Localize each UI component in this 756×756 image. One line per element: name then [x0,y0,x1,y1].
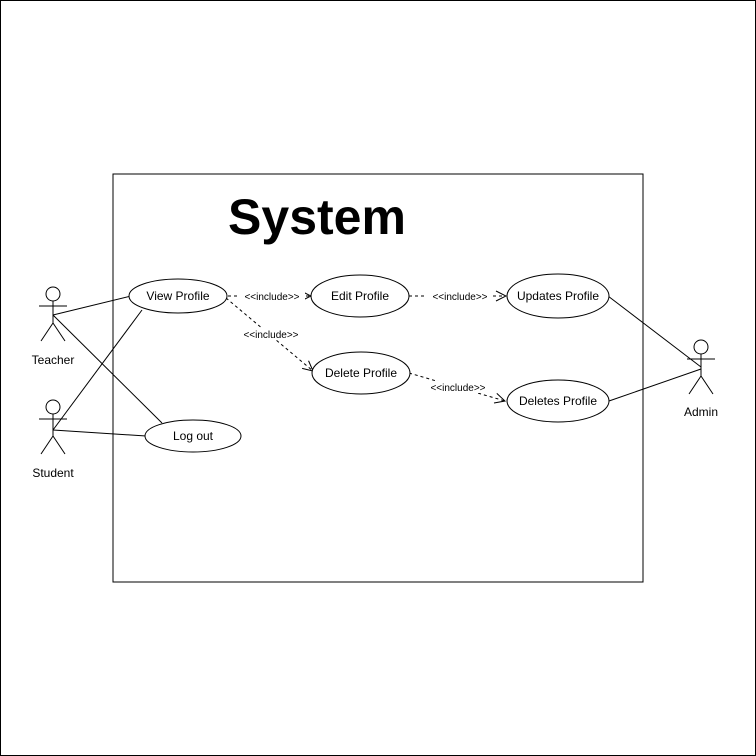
use-case-label: Delete Profile [325,366,397,380]
use-case-updates-profile[interactable]: Updates Profile [506,273,610,319]
use-case-edit-profile[interactable]: Edit Profile [310,274,410,318]
use-case-delete-profile[interactable]: Delete Profile [311,351,411,395]
system-boundary [112,173,644,583]
stick-figure-icon [39,399,67,455]
use-case-label: Updates Profile [517,289,599,303]
actor-label: Student [32,466,74,480]
use-case-label: Deletes Profile [519,394,597,408]
use-case-view-profile[interactable]: View Profile [128,278,228,314]
association-teacher-log-out [52,314,163,424]
actor-teacher[interactable]: Teacher [32,286,75,367]
include-label-delete-deletes: <<include>> [430,383,485,394]
include-label-view-edit: <<include>> [244,292,299,303]
association-teacher-view-profile [52,295,132,316]
actor-label: Teacher [32,353,75,367]
stick-figure-icon [687,339,715,395]
association-student-view-profile [52,309,143,431]
actor-admin[interactable]: Admin [684,339,718,419]
associations [52,295,702,437]
include-label-view-delete: <<include>> [243,330,298,341]
use-case-label: View Profile [146,289,209,303]
use-case-deletes-profile[interactable]: Deletes Profile [506,379,610,423]
use-case-label: Log out [173,429,214,443]
actor-student[interactable]: Student [32,399,74,480]
stick-figure-icon [39,286,67,342]
actor-label: Admin [684,405,718,419]
use-case-log-out[interactable]: Log out [144,419,242,453]
use-case-label: Edit Profile [331,289,389,303]
include-label-edit-updates: <<include>> [432,292,487,303]
association-admin-deletes-profile [608,368,702,402]
association-student-log-out [52,429,147,437]
association-admin-updates-profile [607,295,702,368]
system-title: System [228,189,406,245]
